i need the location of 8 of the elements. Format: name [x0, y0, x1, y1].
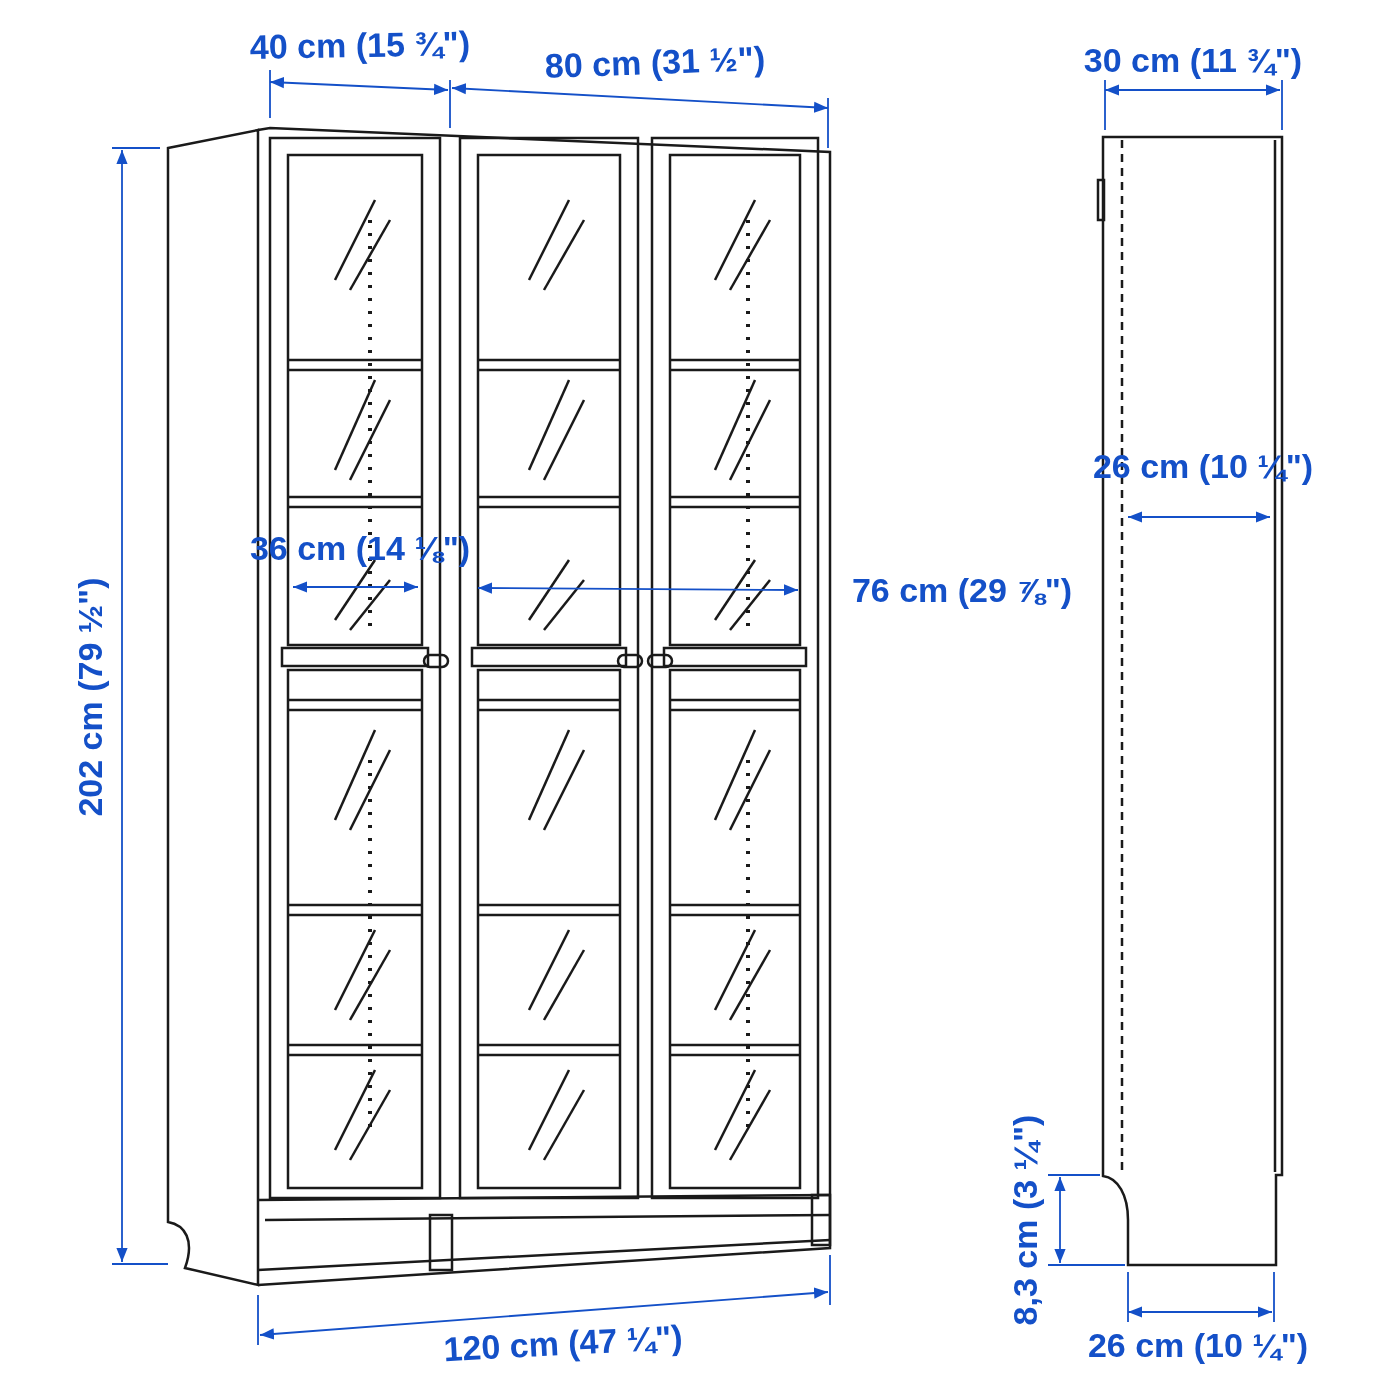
dimension-label: 120 cm (47 ¼")	[442, 1319, 684, 1367]
dimension-label: 202 cm (79 ½")	[73, 577, 107, 817]
dimension-label: 26 cm (10 ¼")	[1087, 1328, 1309, 1362]
dimension-label: 80 cm (31 ½")	[544, 41, 766, 83]
dimension-label: 40 cm (15 ¾")	[249, 26, 471, 64]
dimension-label: 76 cm (29 ⅞")	[851, 573, 1073, 607]
dimension-label: 30 cm (11 ¾")	[1083, 43, 1303, 77]
dimension-label: 8,3 cm (3 ¼")	[1008, 1114, 1042, 1326]
